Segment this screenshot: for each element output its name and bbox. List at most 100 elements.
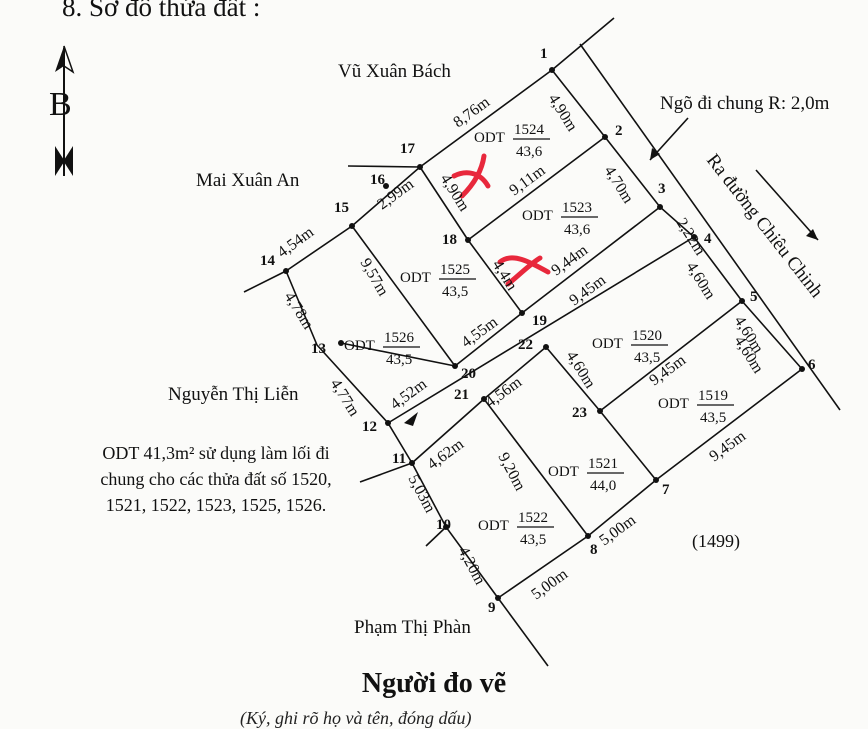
note-line-1: ODT 41,3m² sử dụng làm lối đi	[102, 443, 330, 463]
dimension-label: 9,57m	[357, 256, 392, 300]
dimension-label: 4,60m	[683, 259, 719, 303]
boundary-bottom	[497, 368, 803, 599]
cross-mark-1524-icon	[451, 153, 491, 199]
point-dot-21	[481, 396, 487, 402]
dimension-label: 9,45m	[706, 427, 749, 465]
north-letter: B	[49, 86, 72, 123]
note-line-3: 1521, 1522, 1523, 1525, 1526.	[105, 495, 327, 515]
point-label-7: 7	[662, 482, 670, 498]
point-dot-20	[452, 363, 458, 369]
parcel-type: ODT	[344, 338, 375, 354]
line-23-5	[599, 300, 743, 412]
parcel-lines	[243, 17, 841, 667]
neighbor-line-top	[347, 165, 421, 168]
point-label-21: 21	[454, 387, 469, 403]
point-label-10: 10	[436, 517, 451, 533]
line-21-8	[483, 398, 589, 537]
line-19-3	[521, 206, 661, 314]
line-12-4	[387, 236, 695, 424]
neighbor-line-lower	[359, 462, 413, 483]
neighbor-line-left	[243, 270, 287, 293]
note-line-2: chung cho các thửa đất số 1520,	[100, 469, 332, 489]
dimension-label: 4,60m	[563, 348, 599, 392]
arrow-12-icon	[404, 412, 418, 426]
parcel-type: ODT	[548, 464, 579, 480]
parcel-type: ODT	[522, 208, 553, 224]
line-22-23	[545, 346, 601, 412]
parcel-area: 43,5	[520, 532, 546, 548]
dimension-label: 4,77m	[327, 376, 363, 420]
line-11-21	[411, 398, 485, 464]
point-label-13: 13	[311, 341, 326, 357]
parcel-number: 1519	[698, 388, 728, 404]
shared-path-note: ODT 41,3m² sử dụng làm lối đi chung cho …	[66, 440, 366, 518]
lane-outer-line	[579, 43, 841, 411]
parcel-area: 43,5	[386, 352, 412, 368]
sign-note: (Ký, ghi rõ họ và tên, đóng dấu)	[240, 708, 472, 728]
parcel-number: 1524	[514, 122, 545, 138]
point-dot-4	[691, 234, 697, 240]
neighbor-left-lower: Nguyễn Thị Liễn	[168, 384, 299, 405]
reference-number: (1499)	[692, 531, 740, 551]
point-label-11: 11	[392, 451, 406, 467]
parcel-number: 1525	[440, 262, 470, 278]
boundary-right	[551, 69, 803, 370]
parcel-number: 1523	[562, 200, 592, 216]
dimension-label: 9,44m	[548, 241, 591, 279]
line-13-20	[340, 342, 456, 367]
dimension-label: 4,78m	[281, 289, 317, 333]
parcel-1523: ODT 1523 43,6	[522, 200, 598, 238]
point-dot-23	[597, 408, 603, 414]
point-dot-17	[417, 164, 423, 170]
point-label-20: 20	[461, 366, 476, 382]
point-dot-8	[585, 533, 591, 539]
line-18-2	[467, 136, 606, 241]
point-dot-2	[602, 134, 608, 140]
boundary-top	[285, 69, 553, 272]
point-label-5: 5	[750, 289, 758, 305]
dimension-label: 9,45m	[566, 271, 609, 309]
drawer-title: Người đo vẽ	[361, 668, 507, 699]
point-dot-22	[543, 344, 549, 350]
point-label-1: 1	[540, 46, 548, 62]
line-23-7	[599, 410, 657, 481]
parcel-area: 44,0	[590, 478, 616, 494]
parcel-type: ODT	[592, 336, 623, 352]
boundary-left	[285, 270, 499, 599]
point-dot-5	[739, 298, 745, 304]
dimension-label: 4,90m	[545, 91, 581, 135]
neighbor-bottom: Phạm Thị Phàn	[354, 617, 471, 638]
point-label-18: 18	[442, 232, 457, 248]
dimension-label: 4,20m	[454, 544, 488, 588]
point-label-6: 6	[808, 357, 816, 373]
point-label-16: 16	[370, 172, 386, 188]
point-label-9: 9	[488, 600, 496, 616]
parcel-number: 1522	[518, 510, 548, 526]
parcel-type: ODT	[658, 396, 689, 412]
parcel-area: 43,5	[634, 350, 660, 366]
point-dot-12	[385, 420, 391, 426]
point-label-23: 23	[572, 405, 587, 421]
dimension-label: 4,56m	[482, 373, 525, 411]
point-label-22: 22	[518, 337, 533, 353]
point-dot-6	[799, 366, 805, 372]
dimension-label: 5,03m	[404, 472, 438, 516]
line-17-18	[419, 166, 469, 241]
point-label-12: 12	[362, 419, 377, 435]
parcel-area: 43,5	[442, 284, 468, 300]
lane-arrows	[404, 117, 819, 426]
point-dot-15	[349, 223, 355, 229]
neighbor-line-10	[425, 526, 447, 547]
lane-label: Ngõ đi chung R: 2,0m	[660, 93, 830, 114]
dimension-label: 4,52m	[387, 375, 430, 413]
parcel-type: ODT	[478, 518, 509, 534]
parcel-area: 43,6	[564, 222, 591, 238]
